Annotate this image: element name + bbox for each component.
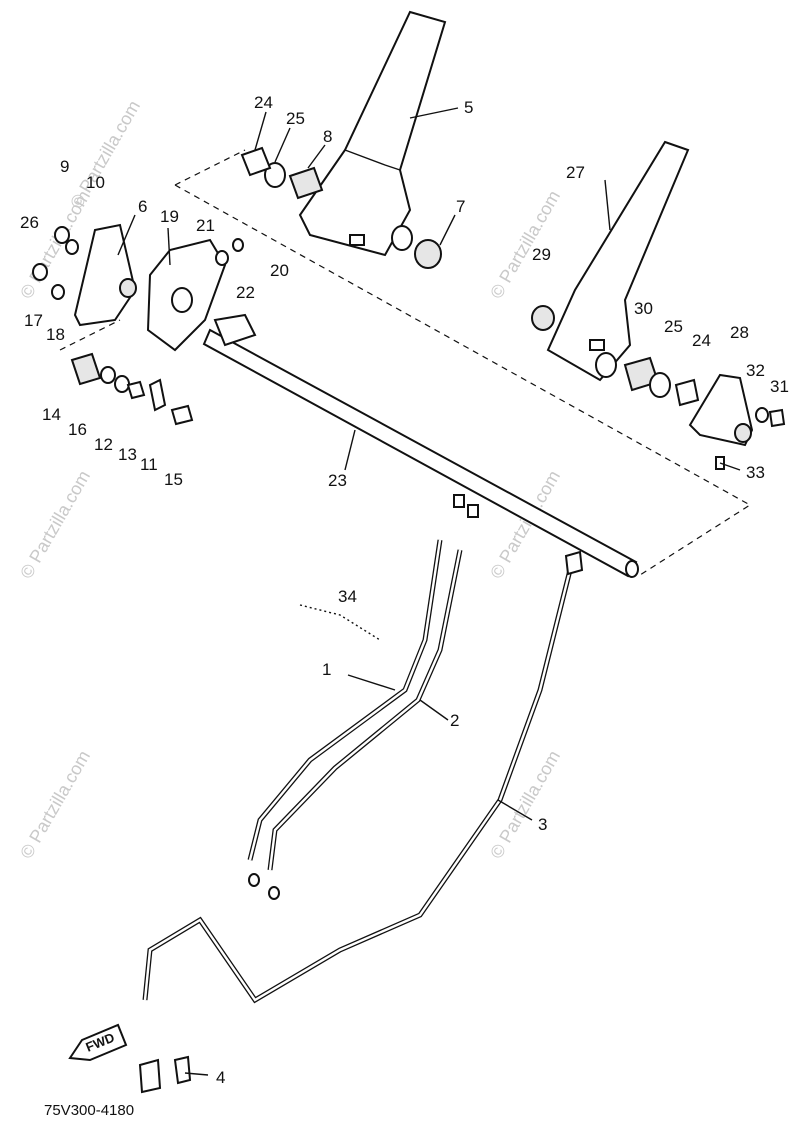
callout-12: 12 (94, 435, 113, 454)
callout-29: 29 (532, 245, 551, 264)
callout-10: 10 (86, 173, 105, 192)
callout-21: 21 (196, 216, 215, 235)
callout-9: 9 (60, 157, 69, 176)
callout-20: 20 (270, 261, 289, 280)
clip-34 (299, 604, 381, 641)
callout-34: 34 (338, 587, 357, 606)
callout-1: 1 (322, 660, 331, 679)
callout-18: 18 (46, 325, 65, 344)
watermark: © Partzilla.com (486, 187, 564, 302)
watermark: © Partzilla.com (16, 747, 94, 862)
left-front-hardware (70, 352, 194, 426)
shaft-23 (202, 328, 639, 578)
callout-25-right: 25 (664, 317, 683, 336)
callout-2: 2 (450, 711, 459, 730)
leader-lines (117, 107, 741, 1076)
callout-5: 5 (464, 98, 473, 117)
watermark: © Partzilla.com (16, 467, 94, 582)
callout-13: 13 (118, 445, 137, 464)
watermark: © Partzilla.com (66, 97, 144, 212)
callout-32: 32 (746, 361, 765, 380)
callout-33: 33 (746, 463, 765, 482)
fwd-arrow: FWD (68, 1023, 128, 1062)
callout-4: 4 (216, 1068, 225, 1087)
callout-26: 26 (20, 213, 39, 232)
callout-14: 14 (42, 405, 61, 424)
diagram-code: 75V300-4180 (44, 1102, 134, 1119)
callout-17: 17 (24, 311, 43, 330)
callout-8: 8 (323, 127, 332, 146)
lever-5 (298, 10, 447, 269)
callout-30: 30 (634, 299, 653, 318)
callout-15: 15 (164, 470, 183, 489)
left-hardware (240, 146, 324, 200)
callout-27: 27 (566, 163, 585, 182)
callouts: 1 2 3 4 5 6 7 8 9 10 11 12 13 14 15 16 1… (20, 93, 789, 1087)
callout-7: 7 (456, 197, 465, 216)
callout-11: 11 (140, 455, 158, 474)
callout-24-right: 24 (692, 331, 711, 350)
callout-3: 3 (538, 815, 547, 834)
lever-27 (531, 140, 700, 407)
assembly-outline (59, 149, 752, 576)
callout-23: 23 (328, 471, 347, 490)
cables-1-2 (247, 494, 479, 900)
callout-28: 28 (730, 323, 749, 342)
callout-31: 31 (770, 377, 789, 396)
plate-19 (146, 238, 257, 352)
callout-16: 16 (68, 420, 87, 439)
callout-6: 6 (138, 197, 147, 216)
callout-19: 19 (160, 207, 179, 226)
callout-24: 24 (254, 93, 273, 112)
callout-22: 22 (236, 283, 255, 302)
callout-25: 25 (286, 109, 305, 128)
cable-3 (138, 550, 584, 1094)
